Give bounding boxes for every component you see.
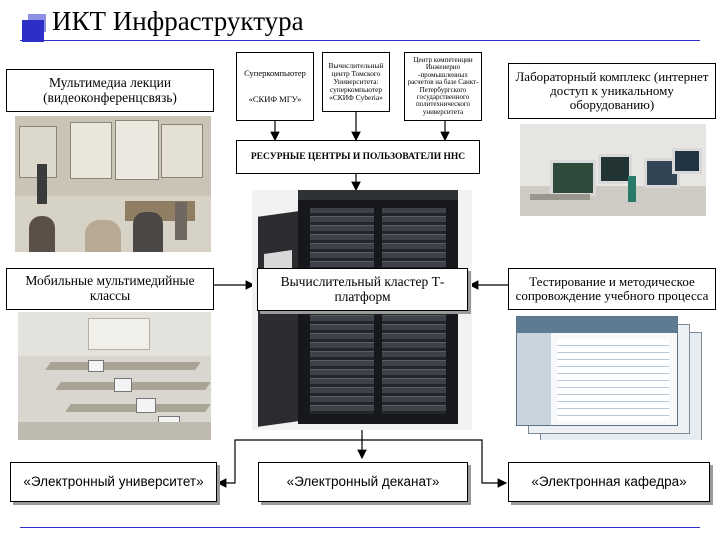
resource-centers-bar: РЕСУРНЫЕ ЦЕНТРЫ И ПОЛЬЗОВАТЕЛИ ННС bbox=[236, 140, 480, 174]
testing-support-box: Тестирование и методическое сопровождени… bbox=[508, 268, 716, 310]
cluster-label-box: Вычислительный кластер Т-платформ bbox=[257, 268, 468, 311]
e-deanery-box: «Электронный деканат» bbox=[258, 462, 468, 502]
tomsk-center-box: Вычислительный центр Томского Университе… bbox=[322, 52, 390, 112]
lab-complex-box: Лабораторный комплекс (интернет доступ к… bbox=[508, 63, 716, 119]
page-title: ИКТ Инфраструктура bbox=[52, 6, 304, 36]
e-university-box: «Электронный университет» bbox=[10, 462, 217, 502]
multimedia-lectures-box: Мультимедиа лекции (видеоконференцсвязь) bbox=[6, 69, 214, 112]
skif-msu-title: Суперкомпьютер bbox=[244, 68, 306, 79]
spb-center-box: Центр компетенции Инженерно -промышленны… bbox=[404, 52, 482, 121]
skif-msu-name: «СКИФ МГУ» bbox=[248, 93, 302, 104]
lecture-photo bbox=[15, 116, 211, 252]
lab-photo bbox=[520, 124, 706, 216]
skif-msu-box: Суперкомпьютер «СКИФ МГУ» bbox=[236, 52, 314, 121]
classroom-photo bbox=[18, 312, 211, 440]
e-department-box: «Электронная кафедра» bbox=[508, 462, 710, 502]
website-screenshots bbox=[514, 314, 704, 440]
bottom-line bbox=[20, 527, 700, 528]
title-underline bbox=[20, 40, 700, 41]
mobile-classes-box: Мобильные мультимедийные классы bbox=[6, 268, 214, 310]
title-marker-icon-front bbox=[22, 20, 44, 42]
